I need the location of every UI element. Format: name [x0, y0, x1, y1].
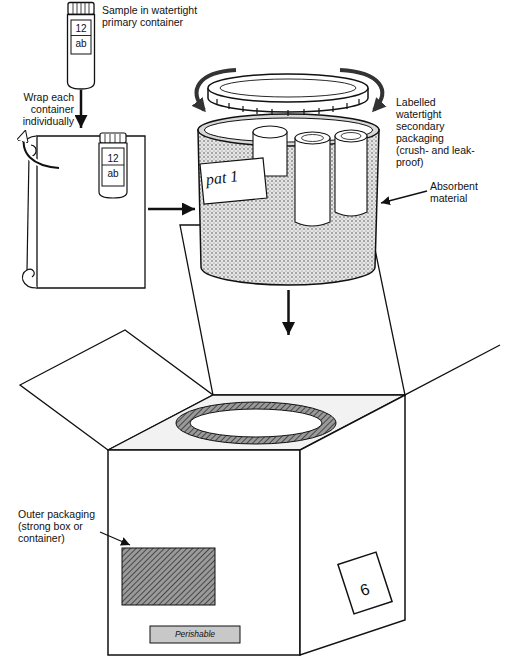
flow-arrow [148, 208, 195, 211]
pot-label-paper [200, 158, 267, 204]
tube-body [99, 143, 127, 198]
callout-label: Labelled watertight secondary packaging … [396, 96, 476, 168]
back-flap [180, 225, 405, 395]
cushion-pad [176, 402, 336, 444]
primary-container: 12 ab [66, 2, 96, 90]
sheet-roll-edge [27, 156, 29, 270]
sheet-roll-bottom [22, 269, 37, 288]
wrapped-tube-top [295, 132, 330, 144]
secondary-packaging: pat 1 [195, 72, 382, 290]
tube-body [68, 15, 95, 90]
sheet-face [37, 136, 145, 288]
wrapped-tube-top [335, 130, 367, 142]
box-front-face [108, 450, 300, 655]
label-divider [71, 35, 91, 36]
hazard-label [338, 552, 392, 614]
cushion-pad-centre [190, 409, 322, 437]
wrapping-sheet [15, 128, 148, 292]
box-outline [15, 335, 505, 657]
absorbent-leader [381, 191, 427, 203]
cap-ridges [105, 134, 120, 143]
flow-arrow [80, 90, 83, 128]
callout-label: Outer packaging (strong box or container… [18, 508, 104, 544]
box-side-face [300, 395, 405, 655]
callout-label: Sample in watertight primary container [102, 4, 226, 28]
cap-ridges [73, 3, 89, 14]
wrapped-tube [335, 136, 367, 216]
tube-label [102, 148, 124, 186]
sample-code: 12 ab [71, 21, 91, 51]
wrapped-container: 12 ab [15, 128, 148, 292]
callout-label: Absorbent material [430, 180, 502, 204]
tube-label [71, 20, 91, 54]
curl-arrow-halo [24, 132, 59, 168]
pot-body [198, 130, 379, 285]
label-divider [102, 165, 124, 166]
perishable-text: Perishable [150, 627, 240, 642]
tube-cap [68, 3, 94, 15]
wrapped-tube-top [253, 126, 287, 138]
outer-packaging: 6Perishable [15, 335, 505, 657]
lid-top [208, 74, 368, 102]
instruction-label: Wrap each container individually [6, 91, 74, 127]
wrapped-tube-inner [302, 135, 324, 142]
pot-rim [198, 114, 379, 146]
un-marking-panel [122, 548, 215, 605]
wrapped-tube-inner [341, 133, 361, 140]
wrapped-tube [295, 138, 330, 226]
pot-opening [205, 118, 373, 142]
lid-inner-ring [220, 79, 356, 97]
perishable-sticker [150, 626, 240, 643]
sample-code: 12 ab [102, 151, 124, 181]
wrap-direction-arrow [24, 132, 59, 168]
tube-cap [100, 133, 126, 143]
